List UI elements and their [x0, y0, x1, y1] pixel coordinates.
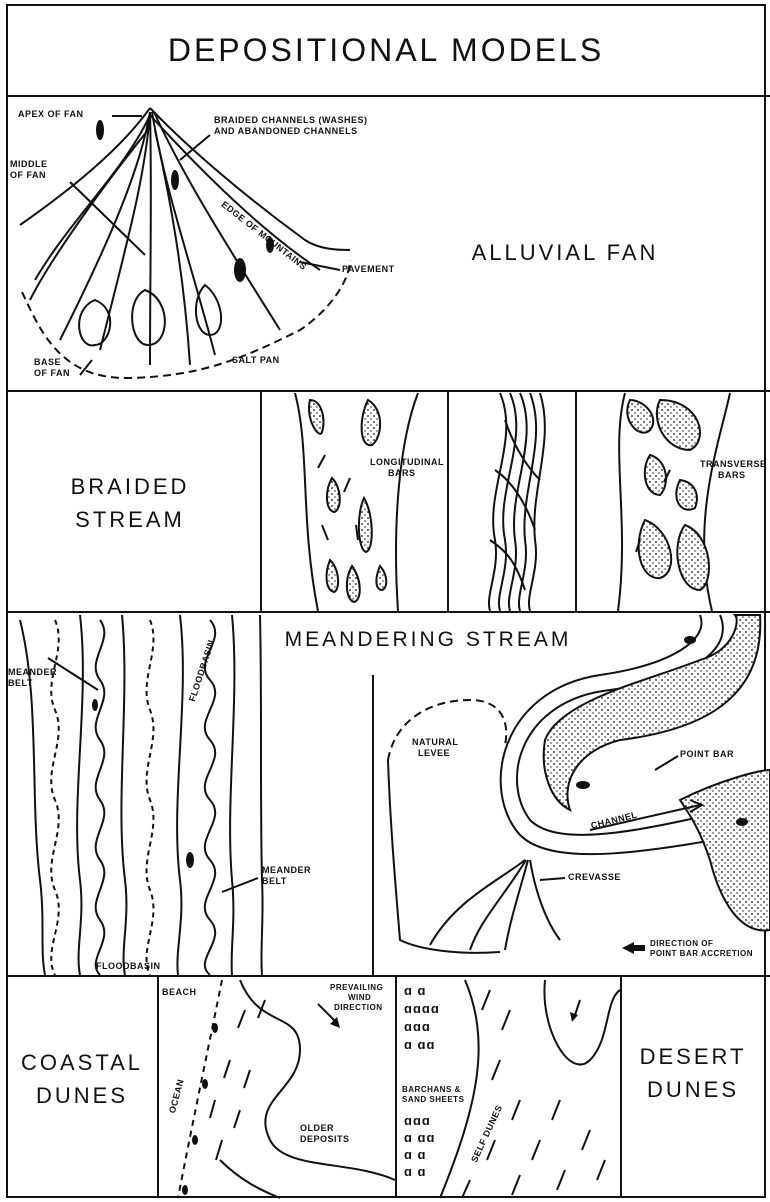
label-barchans-2: SAND SHEETS	[402, 1096, 464, 1105]
self-dune-dash	[462, 1180, 470, 1198]
beach-marker	[192, 1135, 198, 1145]
label-wind-3: DIRECTION	[334, 1004, 383, 1013]
self-dune-dash	[512, 1100, 520, 1120]
label-older-1: OLDER	[300, 1124, 334, 1134]
dune-dash	[216, 1140, 222, 1160]
dune-dash	[224, 1060, 230, 1078]
self-dune-dash	[597, 1160, 605, 1180]
beach-marker	[212, 1023, 218, 1033]
label-wind-2: WIND	[348, 994, 371, 1003]
beach-marker	[182, 1185, 188, 1195]
label-wind-1: PREVAILING	[330, 984, 383, 993]
self-dune-dash	[582, 1130, 590, 1150]
beach-marker	[202, 1079, 208, 1089]
self-dune-dash	[532, 1140, 540, 1160]
barchan-glyphs-top: ɑ ɑ ɑɑɑɑ ɑɑɑ ɑ ɑɑ	[404, 982, 440, 1054]
self-dune-dash	[492, 1060, 500, 1080]
barchan-glyphs-bottom: ɑɑɑ ɑ ɑɑ ɑ ɑ ɑ ɑ	[404, 1112, 435, 1180]
older-deposits-edge	[220, 1160, 280, 1198]
dune-dash	[244, 1070, 250, 1088]
beach-line	[178, 980, 222, 1198]
self-dune-dash	[557, 1170, 565, 1190]
dune-dash	[238, 1010, 245, 1028]
self-dune-dash	[512, 1175, 520, 1195]
self-dune-dash	[502, 1010, 510, 1030]
self-dune-dash	[482, 990, 490, 1010]
label-barchans-1: BARCHANS &	[402, 1086, 461, 1095]
label-older-2: DEPOSITS	[300, 1135, 350, 1145]
self-dune-dash	[552, 1100, 560, 1120]
dune-dash	[210, 1100, 215, 1118]
desert-wind-arrow-head	[570, 1012, 578, 1022]
dune-dash	[258, 1000, 265, 1018]
label-beach: BEACH	[162, 988, 197, 998]
dune-dash	[234, 1110, 240, 1128]
self-dune-boundary	[544, 980, 620, 1065]
